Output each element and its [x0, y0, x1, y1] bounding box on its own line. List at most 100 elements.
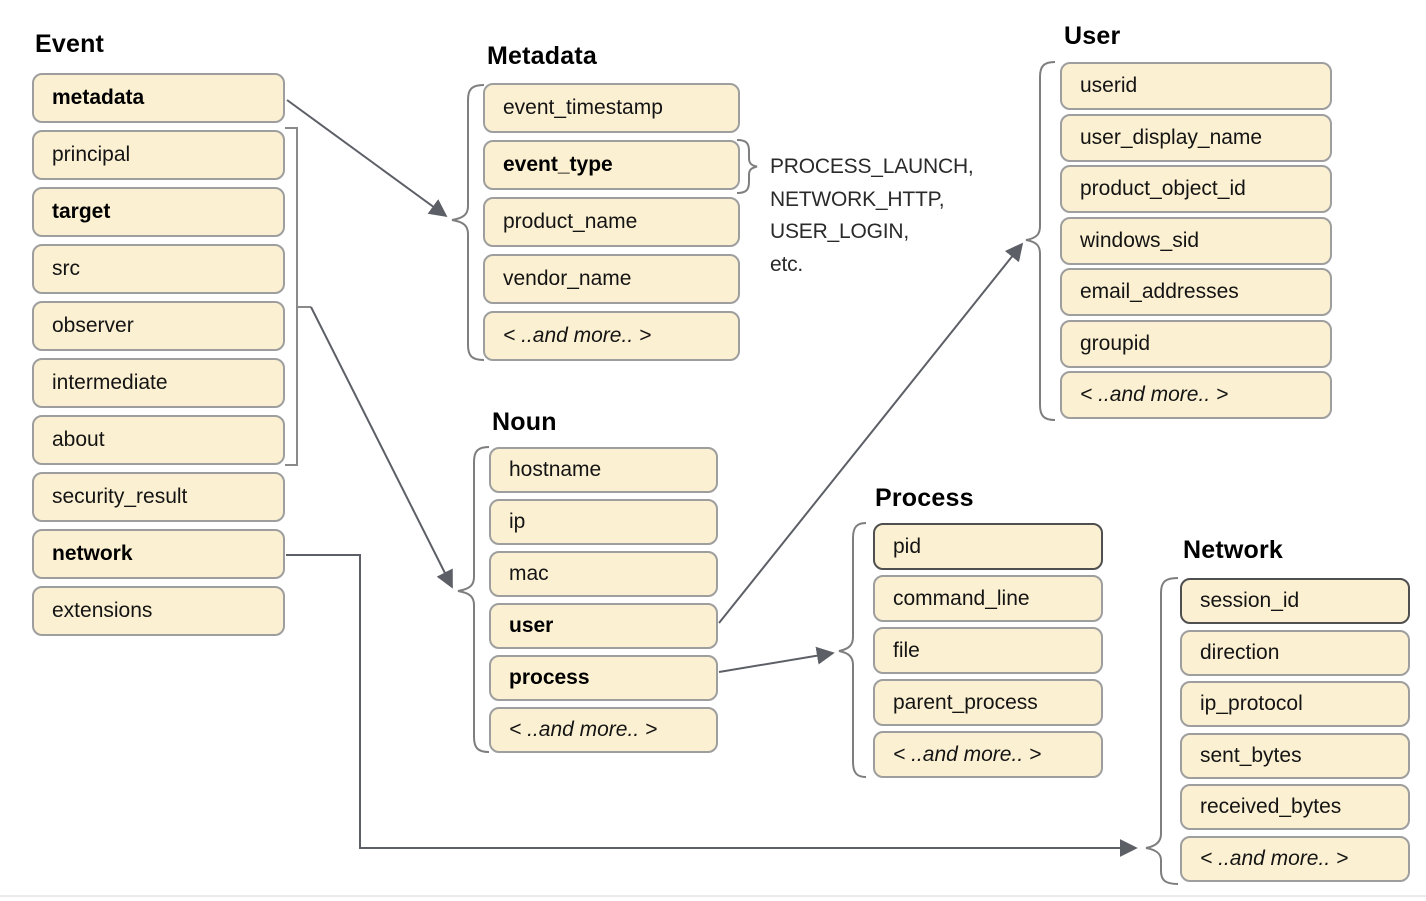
metadata-field-event-timestamp: event_timestamp	[483, 83, 740, 133]
metadata-group-brace	[451, 84, 485, 361]
process-field-pid: pid	[873, 523, 1103, 570]
arrow-event-fields-to-noun-group	[310, 306, 453, 589]
field-label: event_type	[503, 153, 613, 176]
metadata-group: event_timestamp event_type product_name …	[483, 83, 740, 361]
process-group-brace	[838, 522, 867, 778]
noun-field-user: user	[489, 603, 718, 649]
enum-value: PROCESS_LAUNCH,	[770, 155, 974, 178]
field-label: event_timestamp	[503, 96, 663, 119]
field-label: metadata	[52, 86, 145, 109]
user-field-product-object-id: product_object_id	[1060, 165, 1332, 213]
field-label: userid	[1080, 74, 1138, 97]
enum-value: NETWORK_HTTP,	[770, 187, 945, 211]
field-label: ip_protocol	[1200, 692, 1303, 715]
network-field-received-bytes: received_bytes	[1180, 784, 1410, 830]
field-label: hostname	[509, 458, 602, 481]
event-field-security-result: security_result	[32, 472, 285, 522]
field-label: intermediate	[52, 371, 168, 394]
field-label: sent_bytes	[1200, 743, 1302, 767]
user-field-userid: userid	[1060, 62, 1332, 110]
process-field-and-more: < ..and more.. >	[873, 731, 1103, 778]
metadata-field-product-name: product_name	[483, 197, 740, 247]
field-label: < ..and more.. >	[1200, 846, 1349, 870]
noun-field-process: process	[489, 655, 718, 701]
field-label: security_result	[52, 485, 188, 508]
field-label: received_bytes	[1200, 795, 1342, 818]
field-label: pid	[893, 534, 922, 558]
event-field-extensions: extensions	[32, 586, 285, 636]
user-group: userid user_display_name product_object_…	[1060, 62, 1332, 419]
process-field-command-line: command_line	[873, 575, 1103, 622]
metadata-field-vendor-name: vendor_name	[483, 254, 740, 304]
field-label: email_addresses	[1080, 280, 1239, 303]
field-label: mac	[509, 562, 549, 585]
field-label: product_name	[503, 210, 638, 233]
metadata-field-and-more: < ..and more.. >	[483, 311, 740, 361]
field-label: src	[52, 257, 80, 280]
event-group: metadata principal target src observer i…	[32, 73, 285, 636]
page-bottom-border	[0, 895, 1426, 897]
network-group-brace	[1145, 577, 1179, 885]
user-field-email-addresses: email_addresses	[1060, 268, 1332, 316]
network-group: session_id direction ip_protocol sent_by…	[1180, 578, 1410, 882]
field-label: file	[893, 638, 920, 662]
noun-field-hostname: hostname	[489, 447, 718, 493]
field-label: target	[52, 200, 111, 223]
field-label: user	[509, 614, 554, 637]
field-label: < ..and more.. >	[1080, 383, 1229, 406]
user-field-user-display-name: user_display_name	[1060, 113, 1332, 162]
network-field-session-id: session_id	[1180, 578, 1410, 624]
event-field-intermediate: intermediate	[32, 358, 285, 408]
group-title-event: Event	[35, 30, 105, 58]
arrow-network-to-network-group	[286, 554, 1138, 857]
noun-field-and-more: < ..and more.. >	[489, 707, 718, 753]
field-label: extensions	[52, 599, 153, 622]
event-field-observer: observer	[32, 301, 285, 351]
field-label: session_id	[1200, 589, 1300, 612]
user-field-and-more: < ..and more.. >	[1060, 371, 1332, 419]
noun-field-ip: ip	[489, 499, 718, 545]
network-field-ip-protocol: ip_protocol	[1180, 681, 1410, 727]
noun-field-mac: mac	[489, 551, 718, 597]
field-label: vendor_name	[503, 267, 632, 290]
field-label: windows_sid	[1080, 228, 1200, 252]
enum-value: etc.	[770, 252, 804, 276]
field-label: < ..and more.. >	[893, 742, 1042, 766]
field-label: product_object_id	[1080, 177, 1246, 200]
event-field-about: about	[32, 415, 285, 465]
event-noun-fields-bracket	[285, 127, 298, 466]
user-field-windows-sid: windows_sid	[1060, 216, 1332, 265]
event-type-enum-values: PROCESS_LAUNCH, NETWORK_HTTP, USER_LOGIN…	[770, 151, 974, 281]
arrow-process-to-process-group	[718, 646, 835, 673]
group-title-user: User	[1064, 22, 1121, 50]
noun-group: hostname ip mac user process < ..and mor…	[489, 447, 718, 753]
process-group: pid command_line file parent_process < .…	[873, 523, 1103, 778]
group-title-metadata: Metadata	[487, 42, 597, 70]
event-type-enum-brace	[736, 139, 758, 194]
event-field-target: target	[32, 187, 285, 237]
field-label: about	[52, 428, 105, 451]
field-label: process	[509, 666, 590, 689]
noun-group-brace	[457, 446, 490, 753]
field-label: < ..and more.. >	[509, 718, 658, 741]
metadata-field-event-type: event_type	[483, 140, 740, 190]
field-label: observer	[52, 314, 134, 337]
field-label: user_display_name	[1080, 125, 1263, 149]
field-label: groupid	[1080, 331, 1151, 355]
network-field-sent-bytes: sent_bytes	[1180, 732, 1410, 779]
process-field-file: file	[873, 627, 1103, 674]
event-field-metadata: metadata	[32, 73, 285, 123]
field-label: direction	[1200, 640, 1280, 664]
field-label: principal	[52, 143, 131, 166]
enum-value: USER_LOGIN,	[770, 220, 910, 243]
group-title-process: Process	[875, 484, 974, 512]
network-field-and-more: < ..and more.. >	[1180, 835, 1410, 882]
field-label: command_line	[893, 586, 1030, 610]
field-label: < ..and more.. >	[503, 324, 652, 347]
group-title-noun: Noun	[492, 408, 557, 436]
arrow-user-to-user-group	[718, 242, 1024, 624]
field-label: ip	[509, 510, 526, 533]
field-label: network	[52, 542, 133, 565]
event-field-principal: principal	[32, 130, 285, 180]
